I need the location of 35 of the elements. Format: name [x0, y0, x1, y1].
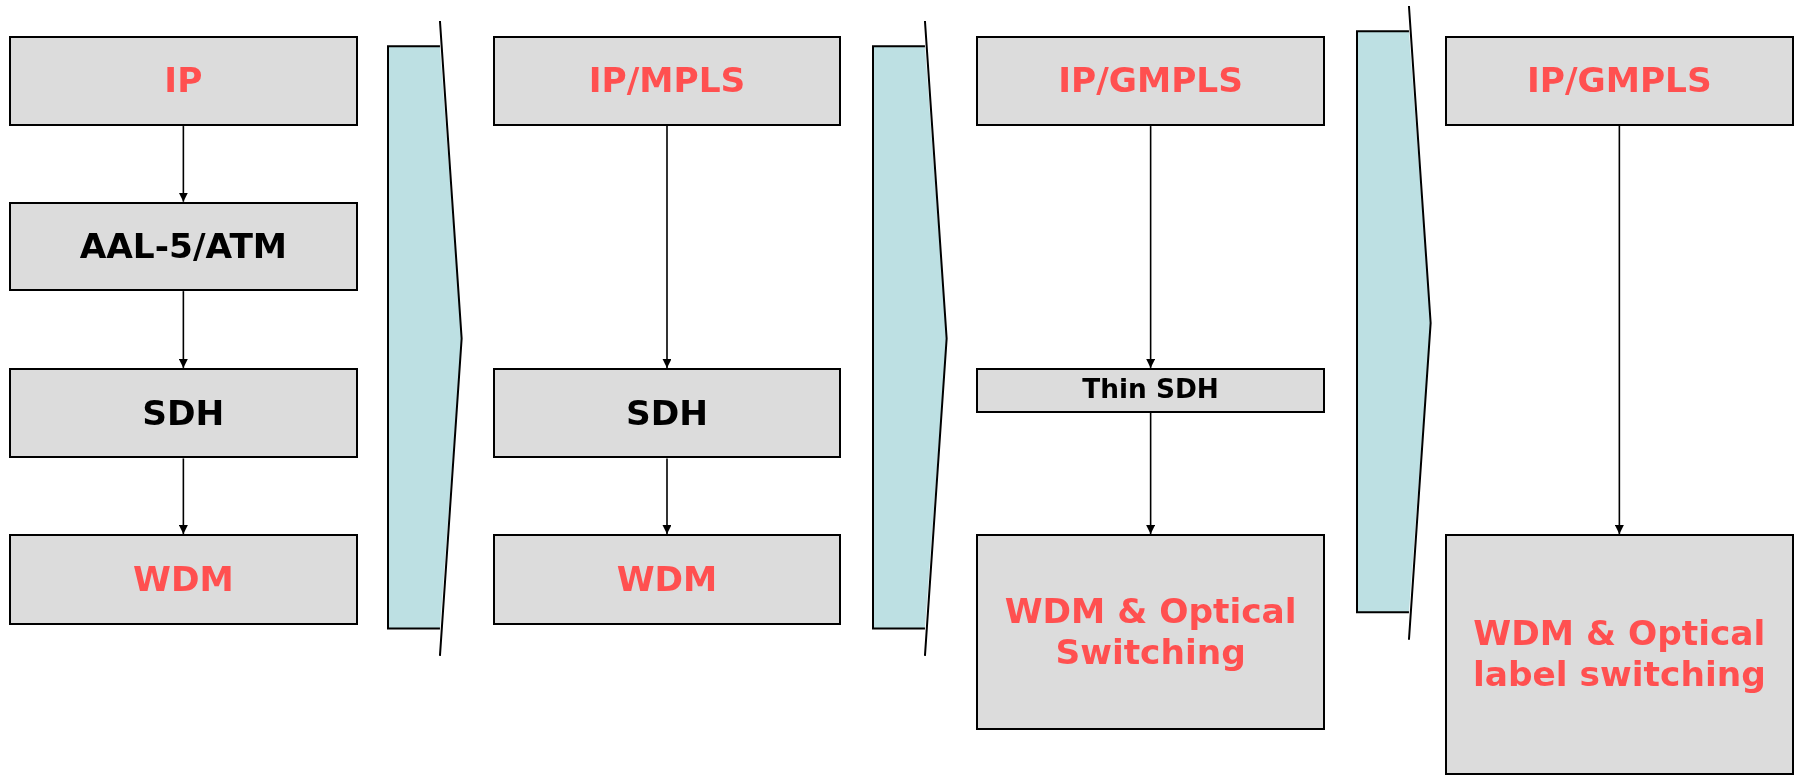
- chevron-arrow: [872, 20, 948, 656]
- layer-box: [9, 367, 358, 459]
- arrow: [662, 457, 672, 535]
- chevron-arrow: [1355, 5, 1432, 640]
- layer-label: WDM & Optical Switching: [1003, 590, 1298, 674]
- layer-box: [9, 201, 358, 292]
- layer-label: IP/MPLS: [587, 60, 747, 102]
- chevron-arrow: [387, 20, 463, 656]
- arrow: [1614, 125, 1624, 535]
- layer-box: [976, 534, 1325, 730]
- layer-label: SDH: [624, 392, 709, 434]
- layer-box: [976, 35, 1325, 127]
- layer-label: WDM: [132, 558, 235, 600]
- layer-box: [492, 367, 842, 459]
- layer-box: [1445, 35, 1794, 127]
- layer-box: [9, 35, 358, 127]
- layer-box: [1445, 534, 1794, 775]
- layer-label: AAL-5/ATM: [78, 225, 289, 267]
- arrow: [1146, 125, 1156, 369]
- arrow: [662, 125, 672, 369]
- layer-label: IP: [163, 60, 204, 102]
- layer-box: [492, 534, 842, 625]
- layer-label: WDM: [615, 558, 719, 600]
- layer-box: [9, 534, 358, 625]
- layer-label: Thin SDH: [1081, 374, 1220, 407]
- layer-label: WDM & Optical label switching: [1471, 613, 1767, 696]
- layer-label: IP/GMPLS: [1525, 60, 1713, 102]
- layer-label: IP/GMPLS: [1057, 60, 1245, 102]
- arrow: [1146, 411, 1156, 535]
- arrow: [178, 457, 188, 535]
- layer-box: [976, 367, 1325, 413]
- layer-box: [492, 35, 842, 127]
- arrow: [178, 290, 188, 369]
- arrow: [178, 125, 188, 203]
- layer-label: SDH: [141, 392, 226, 434]
